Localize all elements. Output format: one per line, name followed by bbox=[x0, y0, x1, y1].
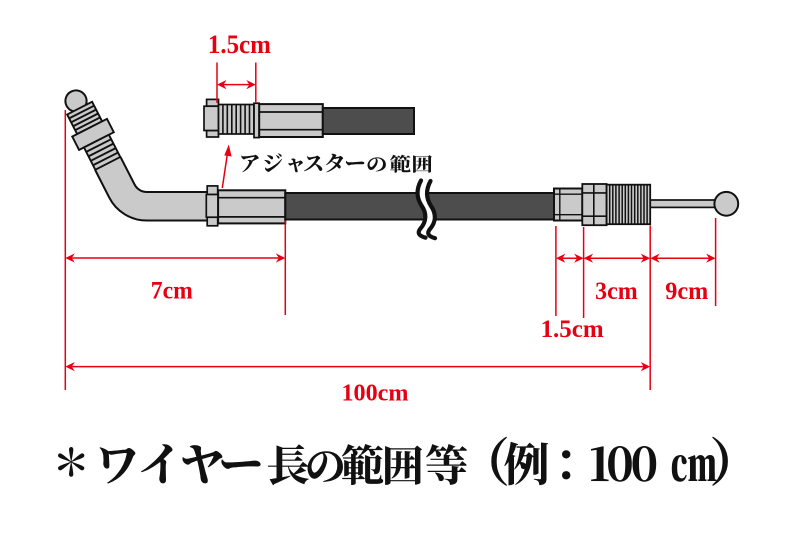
svg-text:9cm: 9cm bbox=[665, 276, 708, 305]
svg-text:1.5cm: 1.5cm bbox=[208, 29, 271, 59]
svg-text:7cm: 7cm bbox=[151, 275, 193, 304]
svg-text:3cm: 3cm bbox=[595, 276, 638, 305]
svg-text:1.5cm: 1.5cm bbox=[541, 314, 604, 343]
svg-text:100cm: 100cm bbox=[342, 379, 409, 406]
